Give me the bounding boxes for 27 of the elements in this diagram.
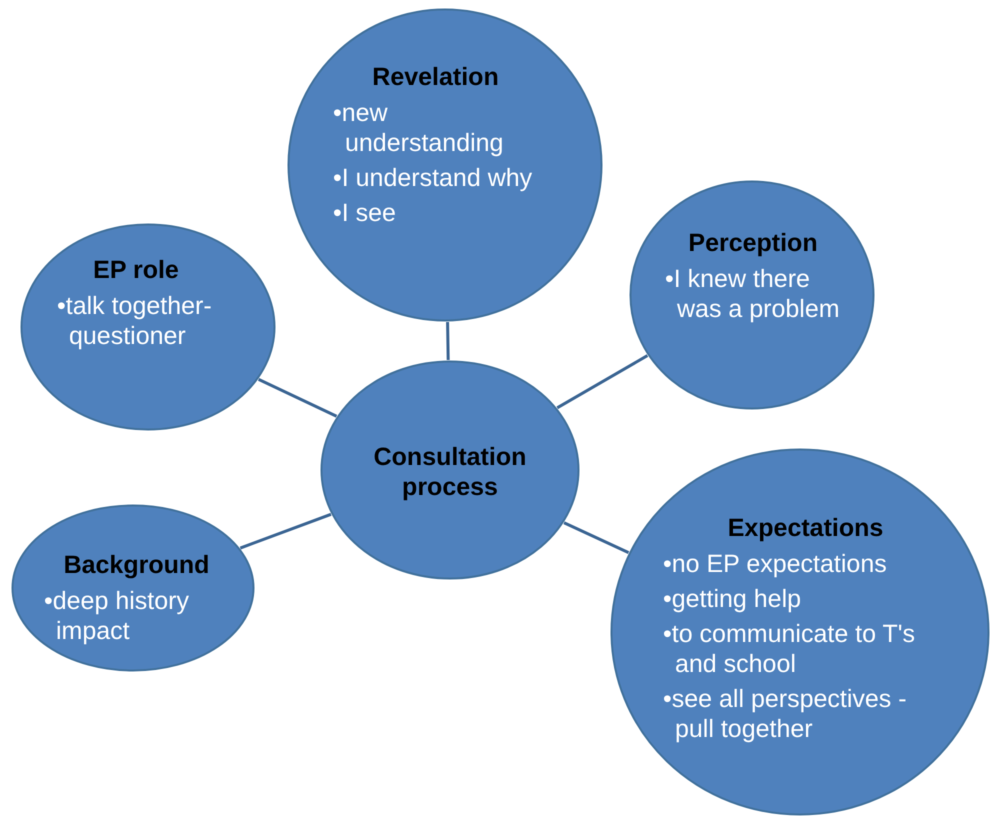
bullet-item: •getting help: [663, 584, 802, 614]
connector-line: [240, 512, 332, 550]
bullet-item: •I see: [333, 198, 397, 228]
topic-ellipse: [287, 8, 603, 322]
connector-line: [563, 521, 630, 554]
topic-ellipse: [20, 223, 276, 431]
topic-ellipse: [11, 504, 255, 672]
node-heading: Revelation: [371, 62, 500, 92]
topic-ellipse: [610, 448, 990, 816]
bullet-item: •see all perspectives - pull together: [663, 684, 908, 744]
bullet-item: •no EP expectations: [663, 549, 888, 579]
connector-line: [556, 354, 648, 410]
node-heading: EP role: [92, 255, 180, 285]
connector-line: [258, 378, 338, 418]
node-heading: Expectations: [726, 513, 884, 543]
connector-line: [446, 322, 450, 360]
bullet-item: •I understand why: [333, 163, 534, 193]
bullet-item: •deep history impact: [44, 586, 190, 646]
bullet-item: •new understanding: [333, 98, 504, 158]
bullet-item: •I knew there was a problem: [665, 264, 841, 324]
bullet-item: •talk together-questioner: [57, 291, 213, 351]
node-heading: Background: [62, 550, 210, 580]
node-heading: Perception: [687, 228, 819, 258]
topic-ellipse: [629, 180, 875, 410]
node-heading: Consultation process: [372, 442, 528, 502]
topic-ellipse: [320, 360, 580, 580]
bullet-item: •to communicate to T's and school: [663, 619, 916, 679]
